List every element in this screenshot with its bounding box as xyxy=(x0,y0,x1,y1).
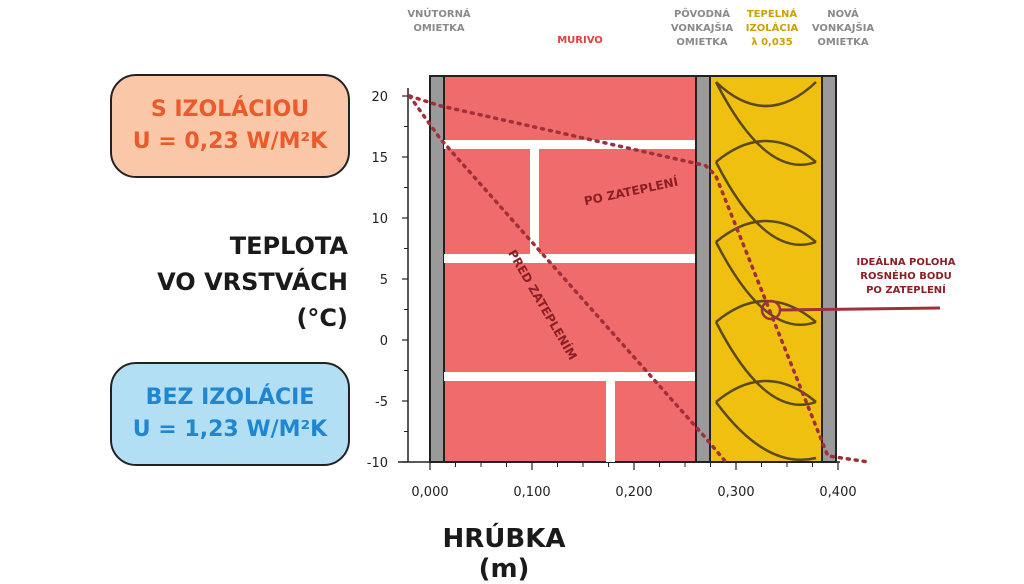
x-axis-title: HRÚBKA (m) xyxy=(442,524,566,584)
y-tick-label: 15 xyxy=(371,151,388,166)
x-tick-label: 0,300 xyxy=(717,485,754,500)
with-insulation-title: S IZOLÁCIOU xyxy=(150,97,310,122)
with-insulation-box: S IZOLÁCIOU U = 0,23 W/M²K xyxy=(110,74,350,178)
x-tick-label: 0,400 xyxy=(819,485,856,500)
y-tick-label: -5 xyxy=(375,395,388,410)
x-ticks: 0,000 0,100 0,200 0,300 0,400 xyxy=(411,462,857,500)
y-tick-label: 5 xyxy=(380,273,388,288)
with-insulation-u-value: U = 0,23 W/M²K xyxy=(132,129,328,154)
without-insulation-title: BEZ IZOLÁCIE xyxy=(145,385,315,410)
original-plaster-layer xyxy=(695,75,711,463)
masonry-label: MURIVO xyxy=(557,35,603,46)
y-ticks: 20 15 10 5 0 -5 -10 xyxy=(367,90,408,471)
insulation-layer xyxy=(709,75,823,463)
x-tick-label: 0,200 xyxy=(615,485,652,500)
curve-before-insulation xyxy=(407,94,728,464)
y-tick-label: 20 xyxy=(371,90,388,105)
without-insulation-u-value: U = 1,23 W/M²K xyxy=(132,417,328,442)
x-tick-label: 0,100 xyxy=(513,485,550,500)
y-tick-label: 10 xyxy=(371,212,388,227)
without-insulation-box: BEZ IZOLÁCIE U = 1,23 W/M²K xyxy=(110,362,350,466)
x-tick-label: 0,000 xyxy=(411,485,448,500)
masonry-layer xyxy=(443,75,697,463)
dew-point-pointer xyxy=(779,306,941,312)
y-tick-label: 0 xyxy=(380,334,388,349)
new-plaster-layer xyxy=(821,75,837,463)
curve-after-insulation xyxy=(407,94,871,464)
y-tick-label: -10 xyxy=(367,456,388,471)
